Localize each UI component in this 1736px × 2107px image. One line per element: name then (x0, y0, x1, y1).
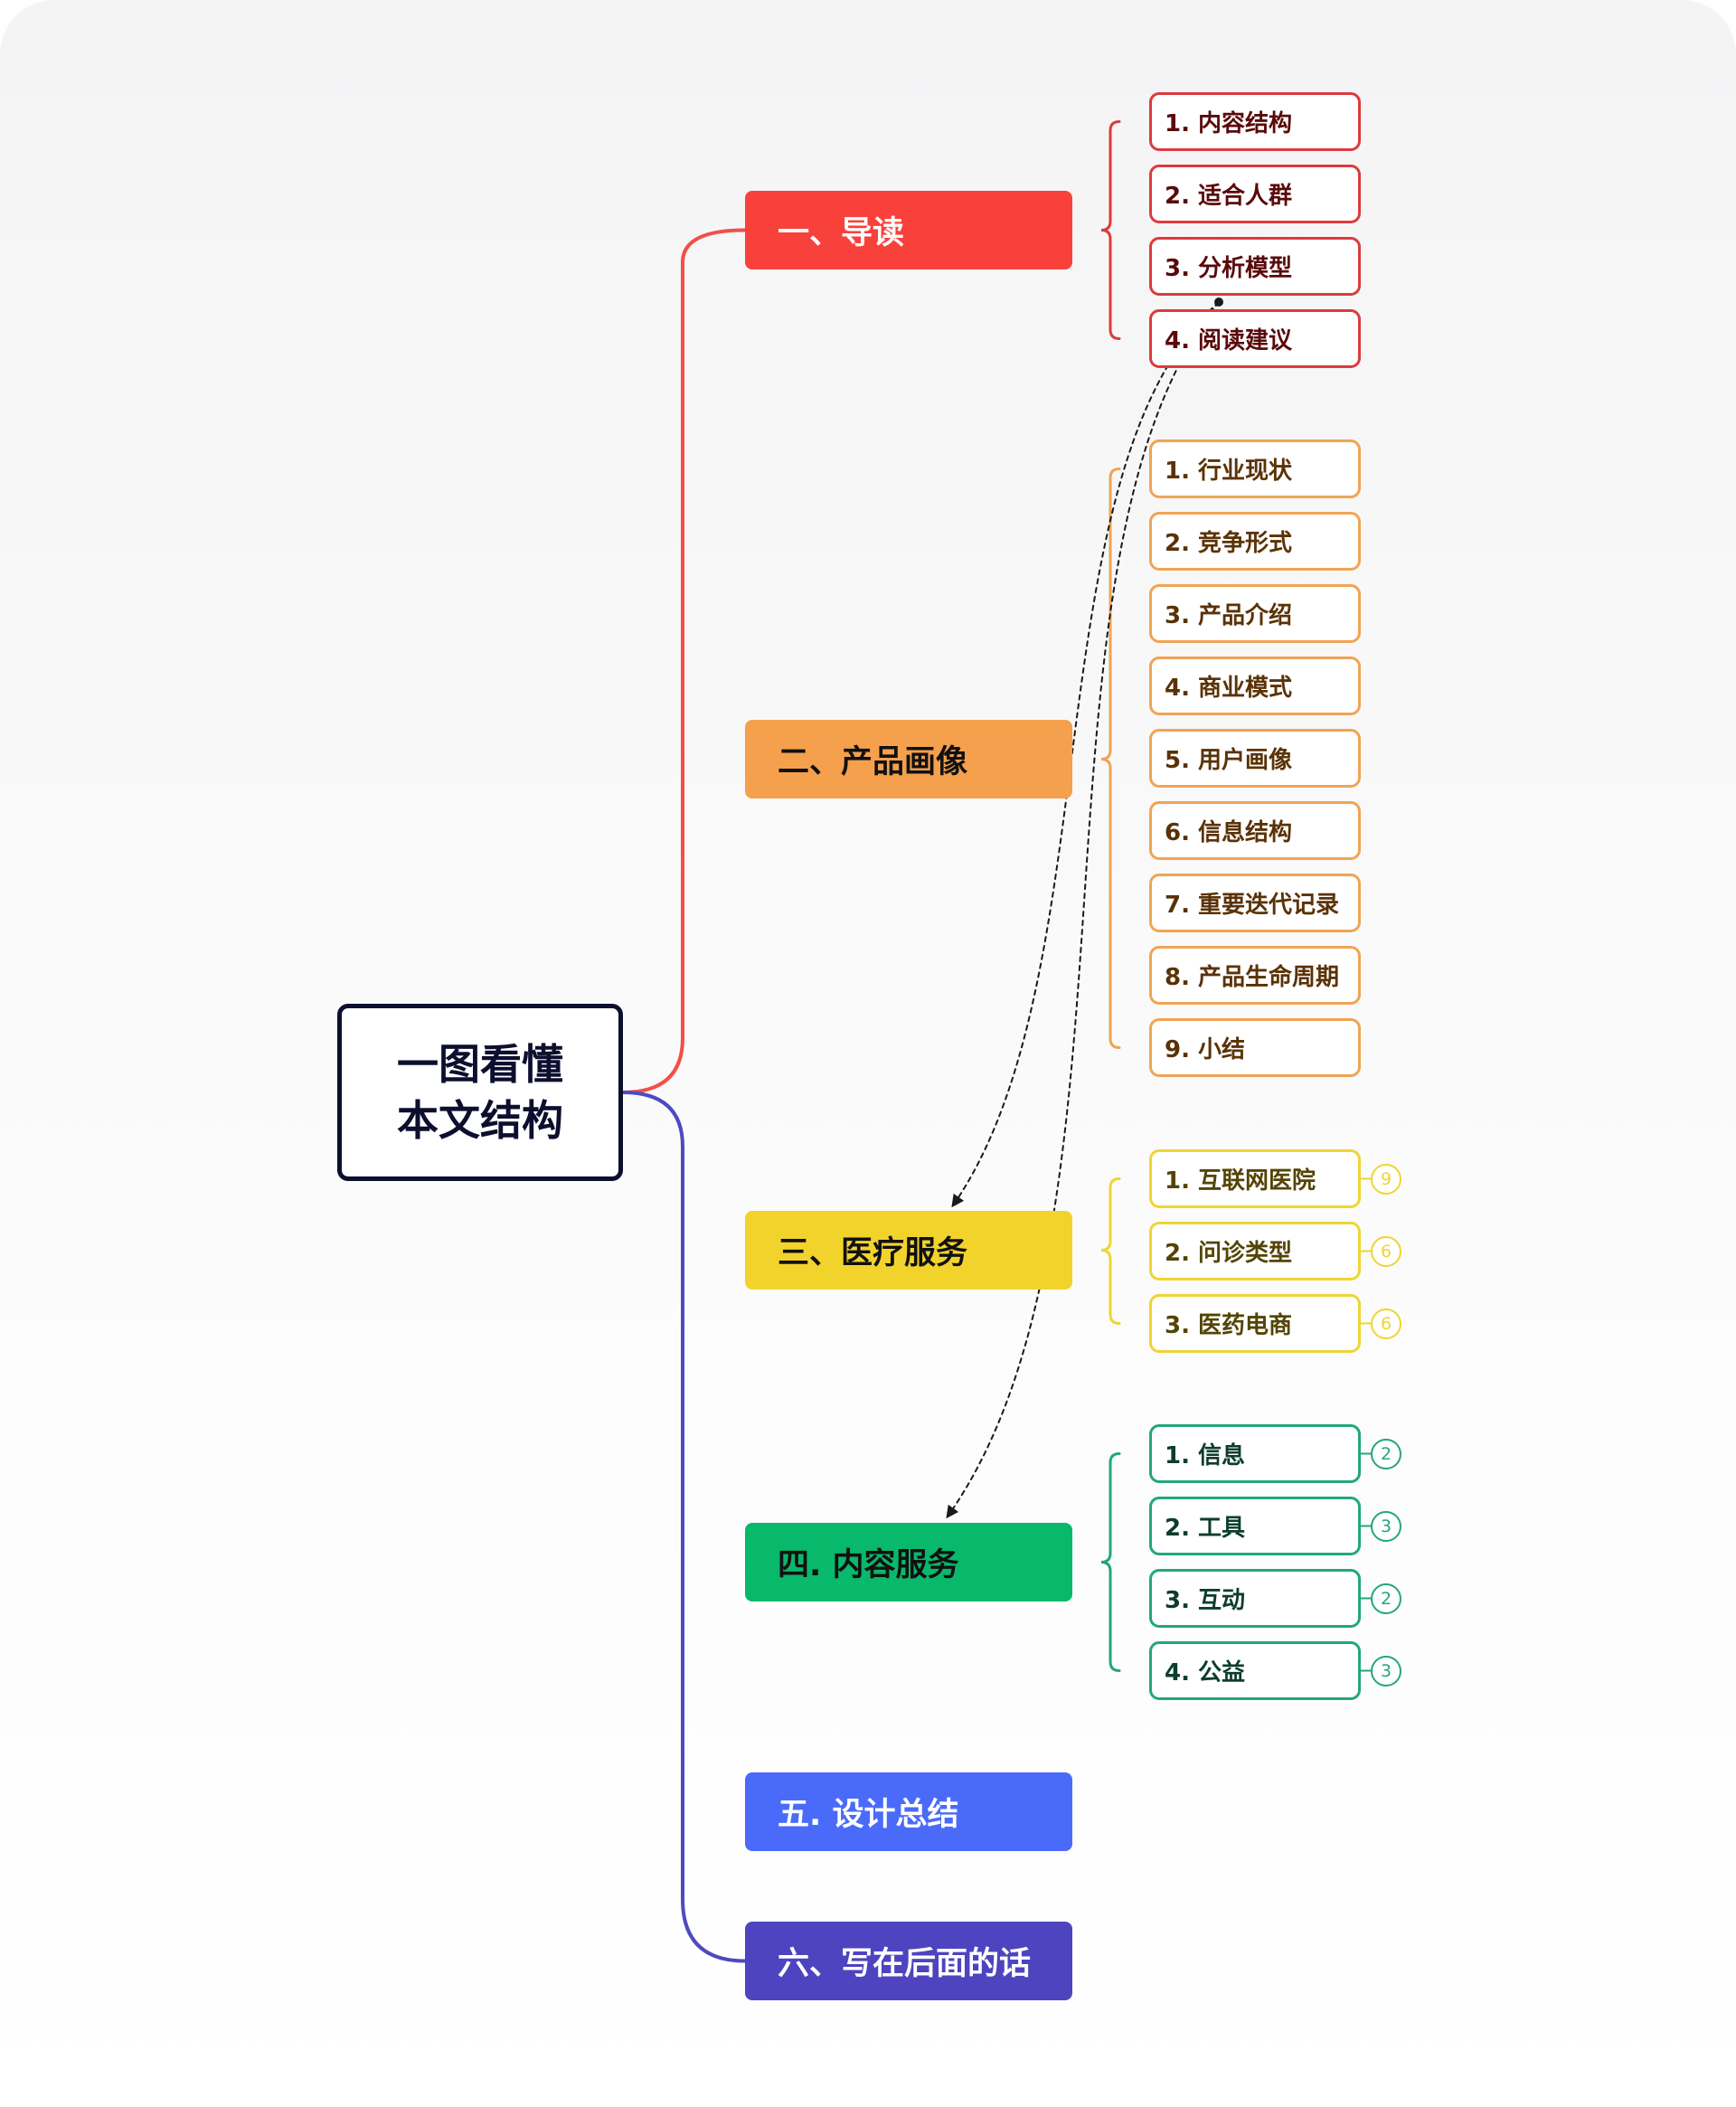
section-label: 一、导读 (778, 215, 905, 251)
root-title-line-2: 本文结构 (397, 1096, 563, 1145)
topic-node[interactable]: 9. 小结 (1149, 1018, 1361, 1077)
subtopic-count-badge[interactable]: 2 (1371, 1438, 1401, 1469)
section-node-3[interactable]: 三、医疗服务 (745, 1211, 1072, 1290)
topic-node[interactable]: 2. 适合人群 (1149, 165, 1361, 223)
relationship-origin-dot (1214, 298, 1223, 307)
section-label: 三、医疗服务 (778, 1235, 968, 1271)
topic-label: 3. 医药电商 (1165, 1312, 1293, 1339)
topic-node[interactable]: 4. 阅读建议 (1149, 309, 1361, 368)
root-title-line-1: 一图看懂 (397, 1040, 563, 1089)
topic-label: 2. 适合人群 (1165, 183, 1293, 210)
relationship-link-to-medical (951, 301, 1220, 1208)
topic-label: 6. 信息结构 (1165, 819, 1293, 846)
topic-node[interactable]: 3. 互动 (1149, 1569, 1361, 1628)
topic-node[interactable]: 1. 互联网医院 (1149, 1149, 1361, 1208)
topic-node[interactable]: 5. 用户画像 (1149, 729, 1361, 788)
topic-node[interactable]: 2. 问诊类型 (1149, 1222, 1361, 1280)
subtopic-count-badge[interactable]: 6 (1371, 1235, 1401, 1267)
relationship-link-to-content (946, 301, 1220, 1519)
topic-node[interactable]: 4. 商业模式 (1149, 657, 1361, 715)
topic-label: 1. 行业现状 (1165, 458, 1293, 485)
topic-node[interactable]: 3. 医药电商 (1149, 1294, 1361, 1353)
topic-node[interactable]: 7. 重要迭代记录 (1149, 874, 1361, 932)
section-brace-2 (1100, 468, 1121, 1049)
topic-node[interactable]: 1. 内容结构 (1149, 92, 1361, 151)
section-node-2[interactable]: 二、产品画像 (745, 720, 1072, 798)
section-label: 四. 内容服务 (778, 1547, 959, 1583)
section-node-4[interactable]: 四. 内容服务 (745, 1523, 1072, 1602)
topic-node[interactable]: 4. 公益 (1149, 1641, 1361, 1700)
topic-node[interactable]: 2. 工具 (1149, 1497, 1361, 1555)
section-brace-3 (1100, 1177, 1121, 1325)
topic-label: 9. 小结 (1165, 1036, 1246, 1063)
topic-label: 1. 信息 (1165, 1442, 1246, 1469)
topic-node[interactable]: 1. 行业现状 (1149, 439, 1361, 498)
topic-node[interactable]: 3. 产品介绍 (1149, 584, 1361, 643)
topic-label: 7. 重要迭代记录 (1165, 892, 1340, 919)
topic-label: 2. 工具 (1165, 1515, 1246, 1542)
topic-node[interactable]: 8. 产品生命周期 (1149, 946, 1361, 1005)
section-brace-4 (1100, 1452, 1121, 1672)
topic-node[interactable]: 1. 信息 (1149, 1424, 1361, 1483)
topic-label: 4. 商业模式 (1165, 675, 1293, 702)
topic-node[interactable]: 3. 分析模型 (1149, 237, 1361, 296)
section-brace-1 (1100, 120, 1121, 340)
subtopic-count-badge[interactable]: 3 (1371, 1510, 1401, 1542)
subtopic-count-badge[interactable]: 9 (1371, 1163, 1401, 1195)
connector-lower (621, 1091, 747, 1963)
section-node-1[interactable]: 一、导读 (745, 191, 1072, 269)
topic-label: 2. 竞争形式 (1165, 530, 1293, 557)
topic-label: 1. 内容结构 (1165, 110, 1293, 137)
topic-label: 5. 用户画像 (1165, 747, 1293, 774)
root-node[interactable]: 一图看懂 本文结构 (337, 1004, 623, 1181)
topic-node[interactable]: 2. 竞争形式 (1149, 512, 1361, 571)
topic-label: 1. 互联网医院 (1165, 1167, 1316, 1195)
section-node-5[interactable]: 五. 设计总结 (745, 1772, 1072, 1851)
topic-label: 4. 公益 (1165, 1659, 1246, 1687)
topic-label: 4. 阅读建议 (1165, 327, 1293, 354)
subtopic-count-badge[interactable]: 6 (1371, 1308, 1401, 1339)
topic-label: 2. 问诊类型 (1165, 1240, 1293, 1267)
connector-upper (621, 228, 747, 1094)
topic-label: 3. 互动 (1165, 1587, 1246, 1614)
topic-label: 3. 分析模型 (1165, 255, 1293, 282)
section-label: 五. 设计总结 (778, 1797, 959, 1833)
subtopic-count-badge[interactable]: 2 (1371, 1583, 1401, 1614)
section-label: 二、产品画像 (778, 744, 968, 780)
section-label: 六、写在后面的话 (778, 1946, 1032, 1982)
topic-label: 3. 产品介绍 (1165, 602, 1293, 629)
subtopic-count-badge[interactable]: 3 (1371, 1655, 1401, 1687)
section-node-6[interactable]: 六、写在后面的话 (745, 1922, 1072, 2000)
topic-node[interactable]: 6. 信息结构 (1149, 801, 1361, 860)
topic-label: 8. 产品生命周期 (1165, 964, 1340, 991)
